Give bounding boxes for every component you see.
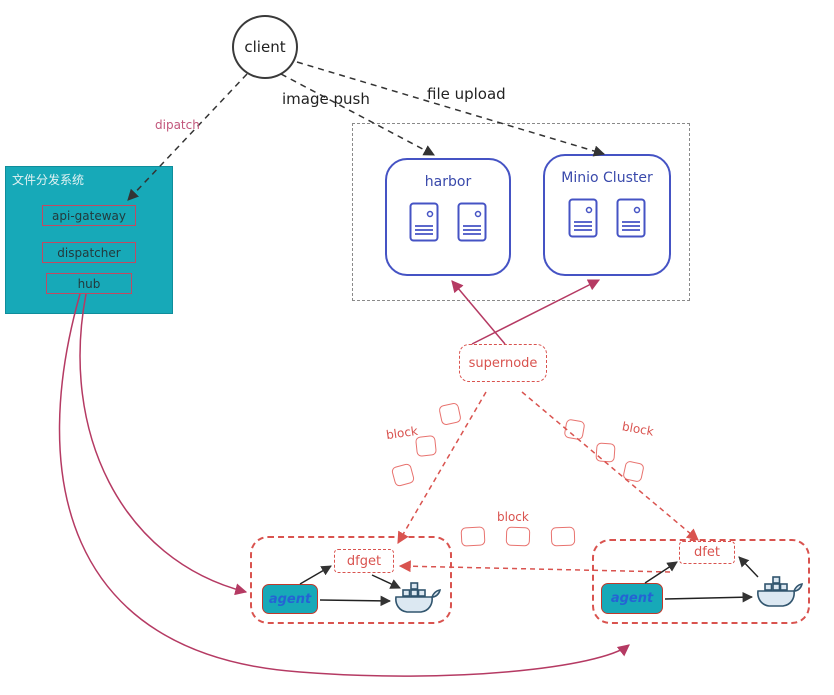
dist-system-title: 文件分发系统 (12, 173, 85, 187)
hub-label: hub (77, 276, 101, 291)
client-node: client (232, 15, 298, 79)
harbor-icons (409, 202, 487, 242)
block-square (622, 460, 645, 483)
agent-node-right: agent (601, 583, 663, 614)
docker-whale-icon (395, 582, 441, 613)
harbor-node: harbor (385, 158, 511, 276)
registry-storage-icon (457, 202, 487, 242)
docker-whale-icon (757, 576, 803, 607)
block-square (460, 526, 486, 547)
block-square (505, 526, 531, 547)
dfget-node: dfget (334, 549, 394, 573)
api-gateway-label: api-gateway (52, 208, 126, 223)
registry-storage-icon (568, 198, 598, 238)
block-square (438, 402, 462, 426)
dfet-node: dfet (679, 541, 735, 564)
api-gateway-node: api-gateway (42, 205, 136, 226)
file-distribution-system-node: 文件分发系统 api-gateway dispatcher hub (5, 166, 173, 314)
harbor-label: harbor (424, 174, 472, 190)
dispatcher-node: dispatcher (42, 242, 136, 263)
registry-storage-icon (616, 198, 646, 238)
minio-icons (568, 198, 646, 238)
block-square (550, 526, 576, 547)
agent-label-right: agent (610, 591, 654, 606)
client-label: client (244, 38, 286, 56)
hub-node: hub (46, 273, 132, 294)
block-square (595, 442, 616, 463)
minio-label: Minio Cluster (561, 170, 653, 186)
dfet-label: dfet (694, 545, 720, 560)
block-square (563, 418, 586, 441)
supernode-node: supernode (459, 344, 547, 382)
block-square (415, 435, 437, 457)
block-square (390, 462, 416, 488)
minio-cluster-node: Minio Cluster (543, 154, 671, 276)
supernode-label: supernode (468, 355, 538, 371)
agent-node-left: agent (262, 584, 318, 614)
dfget-label: dfget (346, 553, 382, 569)
dispatcher-label: dispatcher (57, 245, 121, 260)
agent-label-left: agent (268, 591, 312, 607)
registry-storage-icon (409, 202, 439, 242)
